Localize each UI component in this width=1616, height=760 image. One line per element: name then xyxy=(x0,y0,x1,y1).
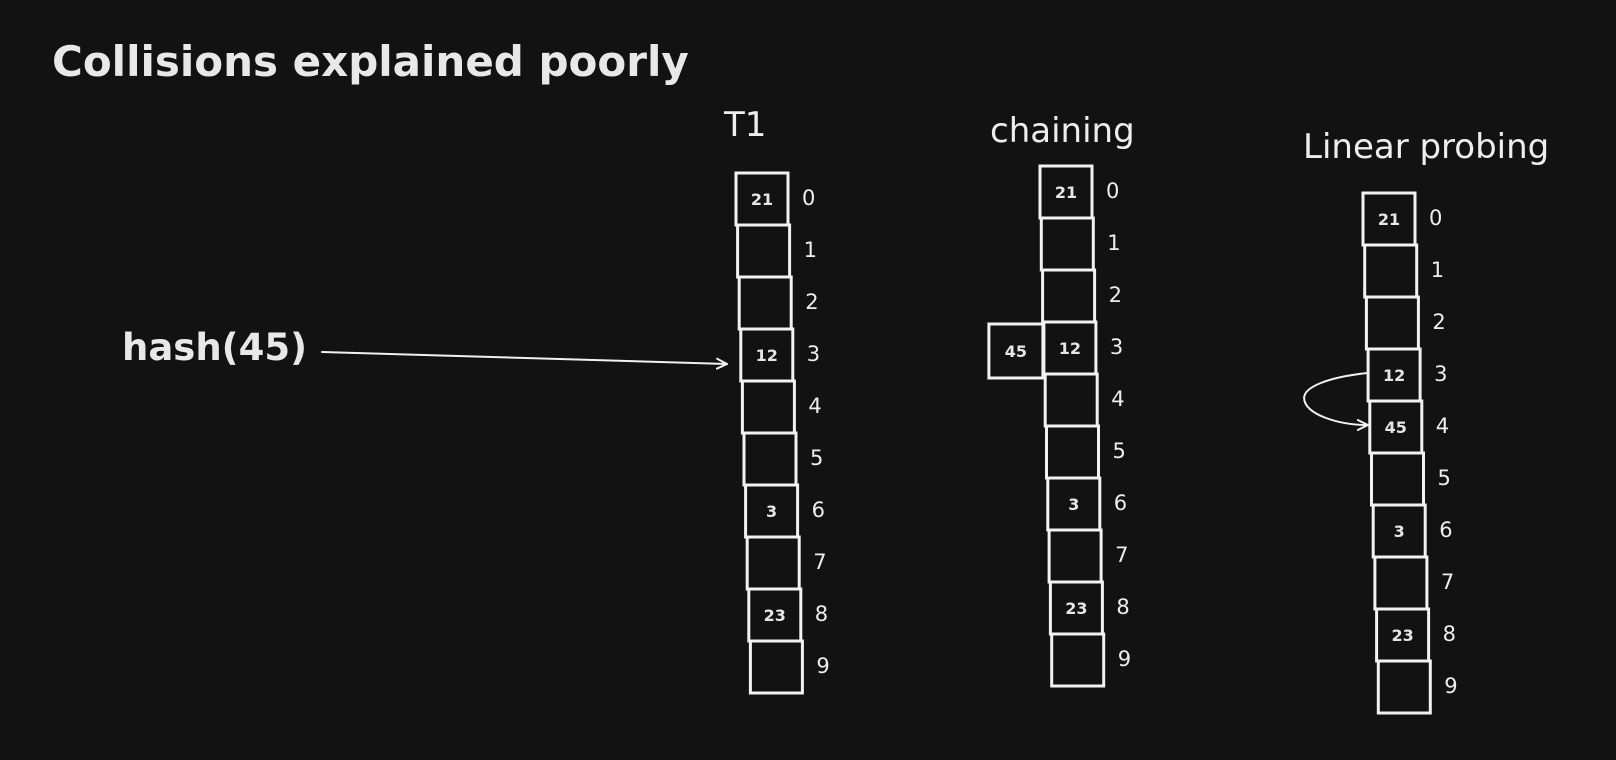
slot-index: 6 xyxy=(1114,491,1127,515)
cell-value: 21 xyxy=(1378,210,1400,229)
table-cell xyxy=(1373,555,1429,611)
table-cell xyxy=(736,223,792,279)
slot-index: 0 xyxy=(1429,206,1442,230)
table-cell xyxy=(1047,528,1103,584)
slot-index: 3 xyxy=(1110,335,1123,359)
slot-index: 5 xyxy=(810,446,823,470)
cell-value: 12 xyxy=(756,346,778,365)
slot-index: 6 xyxy=(1439,518,1452,542)
chain-node-value: 45 xyxy=(1005,342,1027,361)
slot-index: 8 xyxy=(1443,622,1456,646)
slot-index: 9 xyxy=(1444,674,1457,698)
slot-index: 1 xyxy=(1431,258,1444,282)
table-cell xyxy=(745,535,801,591)
table-cell xyxy=(1039,216,1095,272)
slot-index: 3 xyxy=(807,342,820,366)
slot-index: 5 xyxy=(1438,466,1451,490)
slot-index: 1 xyxy=(804,238,817,262)
table-cell xyxy=(748,639,804,695)
table-cell xyxy=(742,431,798,487)
cell-value: 3 xyxy=(1068,495,1079,514)
slot-index: 7 xyxy=(813,550,826,574)
slot-index: 9 xyxy=(1118,647,1131,671)
slot-index: 3 xyxy=(1434,362,1447,386)
cell-value: 21 xyxy=(751,190,773,209)
cell-value: 3 xyxy=(1394,522,1405,541)
slot-index: 2 xyxy=(1109,283,1122,307)
table-title-t1: T1 xyxy=(723,105,766,145)
hash-arrow xyxy=(321,351,728,370)
cell-value: 12 xyxy=(1059,339,1081,358)
cell-value: 45 xyxy=(1385,418,1407,437)
table-cell xyxy=(1043,372,1099,428)
table-cell xyxy=(1370,451,1425,507)
slot-index: 0 xyxy=(802,186,815,210)
page-title: Collisions explained poorly xyxy=(52,37,689,86)
table-title-linear-probing: Linear probing xyxy=(1303,127,1549,167)
slot-index: 2 xyxy=(805,290,818,314)
slot-index: 8 xyxy=(815,602,828,626)
table-cell xyxy=(1364,295,1420,351)
slot-index: 8 xyxy=(1116,595,1129,619)
slot-index: 4 xyxy=(1111,387,1124,411)
slot-index: 7 xyxy=(1115,543,1128,567)
table-cell xyxy=(1050,632,1106,688)
slot-index: 2 xyxy=(1432,310,1445,334)
slot-index: 7 xyxy=(1441,570,1454,594)
slot-index: 5 xyxy=(1113,439,1126,463)
slot-index: 6 xyxy=(812,498,825,522)
chain-node xyxy=(987,322,1045,380)
cell-value: 21 xyxy=(1055,183,1077,202)
table-cell xyxy=(1041,268,1097,324)
slot-index: 0 xyxy=(1106,179,1119,203)
cell-value: 12 xyxy=(1383,366,1405,385)
cell-value: 23 xyxy=(1391,626,1413,645)
slot-index: 9 xyxy=(816,654,829,678)
slot-index: 4 xyxy=(808,394,821,418)
slot-index: 4 xyxy=(1436,414,1449,438)
probe-arrow xyxy=(1303,372,1370,431)
table-cell xyxy=(1363,243,1419,299)
table-cell xyxy=(1376,659,1432,715)
table-cell xyxy=(737,275,793,331)
slot-index: 1 xyxy=(1107,231,1120,255)
cell-value: 23 xyxy=(764,606,786,625)
table-cell xyxy=(1045,424,1100,480)
hash-label: hash(45) xyxy=(122,326,307,369)
cell-value: 3 xyxy=(766,502,777,521)
table-cell xyxy=(740,379,796,435)
cell-value: 23 xyxy=(1065,599,1087,618)
table-title-chaining: chaining xyxy=(990,111,1135,151)
